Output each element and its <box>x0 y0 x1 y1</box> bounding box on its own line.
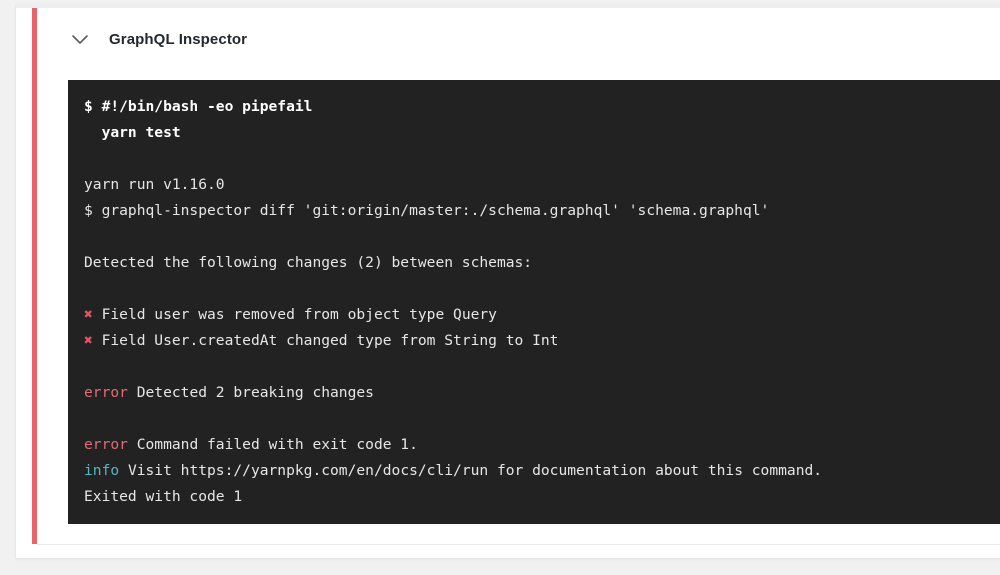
log-level-label-error: error <box>84 436 128 453</box>
failure-accent-bar <box>32 8 37 544</box>
page-title: GraphQL Inspector <box>109 30 248 48</box>
log-card: GraphQL Inspector $ #!/bin/bash -eo pipe… <box>16 4 1000 558</box>
terminal-output-text: Exited with code 1 <box>84 488 243 505</box>
chevron-down-icon[interactable] <box>69 28 91 50</box>
terminal-output-text: yarn run v1.16.0 <box>84 176 225 193</box>
breaking-change-cross-icon: ✖ <box>84 306 93 323</box>
terminal-output-text: Detected the following changes (2) betwe… <box>84 254 533 271</box>
breaking-change-cross-icon: ✖ <box>84 332 93 349</box>
terminal-line-info-visit: info Visit https://yarnpkg.com/en/docs/c… <box>84 458 1000 484</box>
terminal-line-cmd-shebang: $ #!/bin/bash -eo pipefail <box>84 94 1000 120</box>
terminal-output-text: $ graphql-inspector diff 'git:origin/mas… <box>84 202 770 219</box>
terminal-line-blank-5 <box>84 406 1000 432</box>
footer-divider <box>37 544 1000 545</box>
terminal-line-cmd-yarn-test: yarn test <box>84 120 1000 146</box>
log-message-text: Visit https://yarnpkg.com/en/docs/cli/ru… <box>119 462 823 479</box>
log-level-label-error: error <box>84 384 128 401</box>
breaking-change-text: Field User.createdAt changed type from S… <box>92 332 559 349</box>
log-group-header[interactable]: GraphQL Inspector <box>37 8 1000 70</box>
terminal-command-text: $ #!/bin/bash -eo pipefail <box>84 98 313 115</box>
page-bottom-shadow <box>16 558 1000 561</box>
terminal-line-out-exited: Exited with code 1 <box>84 484 1000 510</box>
card-footer <box>37 545 1000 558</box>
terminal-line-change-2: ✖ Field User.createdAt changed type from… <box>84 328 1000 354</box>
terminal-line-out-yarn-run: yarn run v1.16.0 <box>84 172 1000 198</box>
terminal-lines: $ #!/bin/bash -eo pipefail yarn test yar… <box>68 94 1000 510</box>
card-top-divider <box>16 4 1000 8</box>
breaking-change-text: Field user was removed from object type … <box>92 306 497 323</box>
log-message-text: Command failed with exit code 1. <box>127 436 418 453</box>
terminal-line-blank-4 <box>84 354 1000 380</box>
terminal-line-change-1: ✖ Field user was removed from object typ… <box>84 302 1000 328</box>
terminal-line-blank-1 <box>84 146 1000 172</box>
terminal-line-err-exit-code: error Command failed with exit code 1. <box>84 432 1000 458</box>
terminal-line-blank-2 <box>84 224 1000 250</box>
terminal-line-err-breaking: error Detected 2 breaking changes <box>84 380 1000 406</box>
log-message-text: Detected 2 breaking changes <box>127 384 374 401</box>
terminal-line-out-inspector-diff: $ graphql-inspector diff 'git:origin/mas… <box>84 198 1000 224</box>
terminal-output[interactable]: $ #!/bin/bash -eo pipefail yarn test yar… <box>68 80 1000 524</box>
terminal-line-blank-3 <box>84 276 1000 302</box>
log-level-label-info: info <box>84 462 120 479</box>
terminal-command-text: yarn test <box>84 124 181 141</box>
terminal-line-out-detected: Detected the following changes (2) betwe… <box>84 250 1000 276</box>
